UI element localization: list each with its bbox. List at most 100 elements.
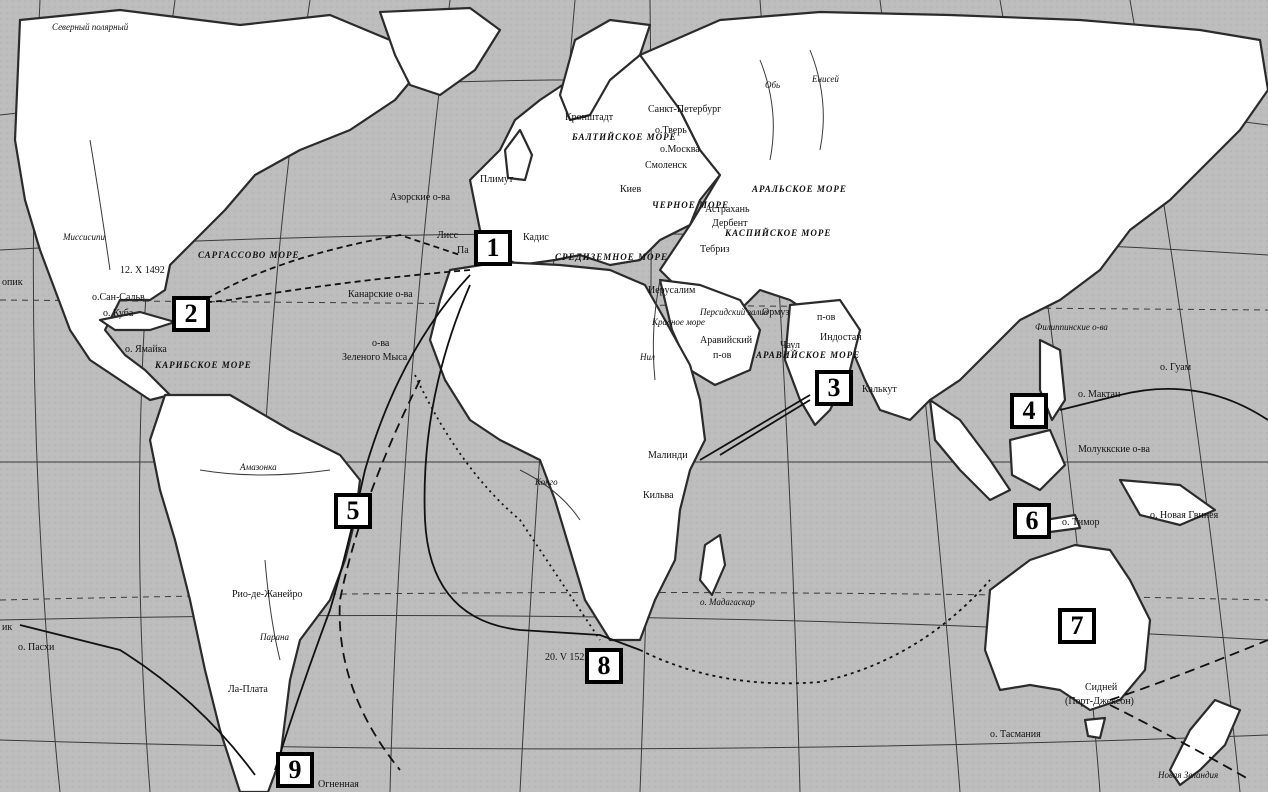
label-arabia-1: Аравийский [700, 335, 753, 346]
label-timor: о. Тимор [1062, 517, 1100, 528]
label-baltic: БАЛТИЙСКОЕ МОРЕ [571, 132, 677, 142]
label-new-guinea: о. Новая Гвинея [1150, 510, 1219, 521]
marker-6: 6 [1013, 503, 1051, 539]
label-cuba: о. Куба [103, 308, 134, 319]
label-hormuz: Ормуз [762, 307, 789, 318]
label-india: Индостан [820, 332, 862, 343]
label-palos: Па [457, 245, 469, 256]
southeast-asia [928, 398, 1012, 502]
label-sydney-2: (Порт-Джексон) [1065, 696, 1134, 707]
south-america [148, 393, 362, 792]
marker-9: 9 [276, 752, 314, 788]
label-moluccas: Молуккские о-ва [1078, 444, 1150, 455]
label-arabian-sea: АРАВИЙСКОЕ МОРЕ [755, 350, 860, 360]
label-chaul: Чаул [780, 340, 800, 351]
label-madagascar: о. Мадагаскар [700, 597, 755, 607]
cuba [98, 310, 177, 332]
label-tabriz: Тебриз [700, 244, 730, 255]
label-ob: Обь [765, 80, 780, 90]
label-caspian: КАСПИЙСКОЕ МОРЕ [724, 228, 831, 238]
route-dotted-indian [639, 579, 991, 685]
europe [468, 53, 722, 267]
marker-4: 4 [1010, 393, 1048, 429]
label-kilwa: Кильва [643, 490, 674, 501]
label-rio: Рио-де-Жанейро [232, 589, 302, 600]
new-zealand [1168, 698, 1242, 787]
label-plymouth: Плимут [480, 174, 514, 185]
britain [503, 128, 534, 182]
label-new-zealand: Новая Зеландия [1157, 770, 1218, 780]
label-st-petersburg: Санкт-Петербург [648, 104, 721, 115]
route-india-africa-2 [719, 399, 811, 456]
label-moscow: о.Москва [660, 144, 700, 155]
label-yenisei: Енисей [811, 74, 839, 84]
label-mississippi: Миссисипи [62, 232, 105, 242]
label-caribbean: КАРИБСКОЕ МОРЕ [154, 360, 252, 370]
label-kronstadt: Кронштадт [565, 112, 614, 123]
new-guinea [1118, 478, 1217, 527]
label-derbent: Дербент [712, 218, 748, 229]
marker-1: 1 [474, 230, 512, 266]
label-sargasso: САРГАССОВО МОРЕ [198, 250, 300, 260]
label-tasmania: о. Тасмания [990, 729, 1041, 740]
label-tver: о.Тверь [655, 125, 687, 136]
label-congo: Конго [534, 477, 558, 487]
label-date-1522: 20. V 1522 [545, 652, 589, 663]
label-la-plata: Ла-Плата [228, 684, 268, 695]
rivers [89, 49, 824, 661]
route-dashed-south-america [338, 379, 421, 771]
label-cape-verde-1: о-ва [372, 338, 390, 349]
madagascar [698, 533, 727, 597]
label-sydney-1: Сидней [1085, 682, 1118, 693]
marker-5: 5 [334, 493, 372, 529]
label-black-sea: ЧЕРНОЕ МОРЕ [652, 200, 729, 210]
label-jerusalem: Иерусалим [648, 285, 696, 296]
route-magellan [274, 274, 471, 771]
route-atlantic-return [423, 284, 641, 651]
label-cadiz: Кадис [523, 232, 549, 243]
label-cape-verde-2: Зеленого Мыса [342, 352, 408, 363]
label-canaries: Канарские о-ва [348, 289, 413, 300]
landmasses [13, 6, 1268, 792]
label-azores: Азорские о-ва [390, 192, 451, 203]
marker-3: 3 [815, 370, 853, 406]
route-magellan-pacific [19, 624, 256, 776]
route-dashed-australia [1109, 639, 1268, 701]
indian-subcontinent [783, 298, 862, 427]
marker-2: 2 [172, 296, 210, 332]
label-mactan: о. Мактан [1078, 389, 1121, 400]
label-aral: АРАЛЬСКОЕ МОРЕ [751, 184, 847, 194]
label-parana: Парана [259, 632, 289, 642]
route-india-africa [699, 394, 811, 461]
label-lisbon: Лисс [437, 230, 459, 241]
label-nile: Нил [639, 352, 655, 362]
label-guam: о. Гуам [1160, 362, 1192, 373]
tasmania [1083, 716, 1107, 740]
label-amazon: Амазонка [239, 462, 277, 472]
label-philippines: Филиппинские о-ва [1035, 322, 1108, 332]
label-astrakhan: Астрахань [705, 204, 750, 215]
label-persian-gulf: Персидский залив [699, 307, 768, 317]
label-north-circle: Северный полярный [52, 22, 129, 32]
borneo [1008, 428, 1067, 492]
label-calicut: Калькут [862, 384, 897, 395]
label-tierra: Огненная [318, 779, 359, 790]
label-mediterranean: СРЕДИЗЕМНОЕ МОРЕ [555, 252, 668, 262]
route-dashed-nz [1109, 704, 1251, 781]
marker-8: 8 [585, 648, 623, 684]
map-labels: Северный полярный Кронштадт Санкт-Петерб… [2, 22, 1219, 790]
marker-7: 7 [1058, 608, 1096, 644]
greenland [378, 6, 502, 97]
label-tropic: опик [2, 277, 23, 288]
route-columbus-return [189, 234, 461, 311]
africa [428, 260, 707, 642]
label-kiev: Киев [620, 184, 641, 195]
label-easter: о. Пасхи [18, 642, 55, 653]
label-jamaica: о. Ямайка [125, 344, 167, 355]
label-red-sea: Красное море [651, 317, 705, 327]
label-india-pen: п-ов [817, 312, 836, 323]
voyage-routes [19, 234, 1268, 781]
label-date-1492: 12. X 1492 [120, 265, 165, 276]
label-smolensk: Смоленск [645, 160, 687, 171]
